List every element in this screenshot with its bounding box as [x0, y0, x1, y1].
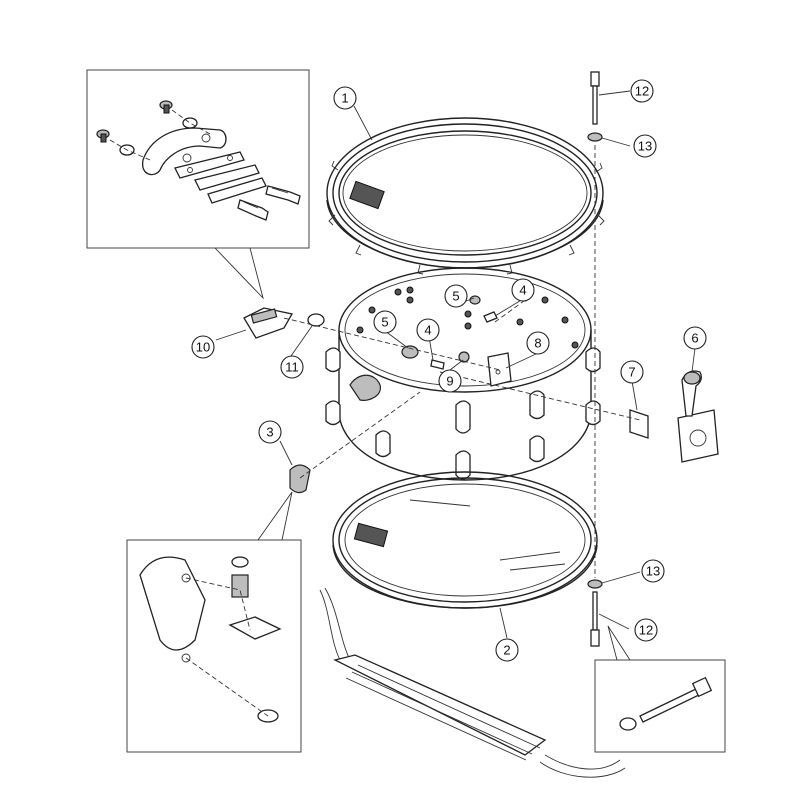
callout-circle	[258, 420, 282, 444]
callout-circle	[641, 559, 665, 583]
callout-11: 11	[280, 355, 304, 379]
callout-13: 13	[641, 559, 665, 583]
callout-circle	[416, 318, 440, 342]
callout-6: 6	[683, 326, 707, 350]
callout-5: 5	[373, 310, 397, 334]
callout-5: 5	[444, 284, 468, 308]
callout-label: 8	[534, 336, 541, 351]
callout-label: 13	[638, 139, 652, 154]
callout-leaders	[215, 90, 696, 639]
shell-hardware-parts	[401, 295, 512, 387]
callout-label: 5	[381, 315, 388, 330]
callout-12: 12	[634, 618, 658, 642]
inset-tension-rod	[619, 676, 713, 731]
callout-7: 7	[620, 360, 644, 384]
callout-4: 4	[416, 318, 440, 342]
callout-9: 9	[438, 369, 462, 393]
inset-lug-detail	[86, 69, 310, 249]
callout-circle	[511, 278, 535, 302]
inset-snare-butt-detail	[126, 539, 302, 753]
callout-2: 2	[495, 638, 519, 662]
callout-circle	[633, 134, 657, 158]
inset-leaders	[214, 247, 631, 661]
callout-label: 12	[639, 623, 653, 638]
part-10-lug	[243, 307, 325, 339]
callout-13: 13	[633, 134, 657, 158]
inset-tension-rod-detail	[594, 659, 726, 753]
callout-circle	[495, 638, 519, 662]
callout-label: 4	[519, 283, 526, 298]
callout-circle	[634, 618, 658, 642]
callout-label: 13	[646, 564, 660, 579]
top-hoop-and-head	[326, 117, 605, 275]
bottom-hoop-and-head	[332, 471, 598, 609]
callout-circle	[438, 369, 462, 393]
callout-label: 12	[635, 84, 649, 99]
callout-circle	[620, 360, 644, 384]
callout-label: 10	[196, 340, 210, 355]
callout-label: 3	[266, 425, 273, 440]
callout-circle	[373, 310, 397, 334]
callout-circle	[444, 284, 468, 308]
callout-circle	[526, 331, 550, 355]
drum-shell	[325, 267, 601, 481]
assembly-lines	[283, 297, 641, 479]
callout-label: 9	[446, 374, 453, 389]
callout-3: 3	[258, 420, 282, 444]
callout-4: 4	[511, 278, 535, 302]
callout-label: 4	[424, 323, 431, 338]
callout-circle	[630, 79, 654, 103]
inset-snare-butt-parts	[139, 556, 282, 723]
callout-label: 6	[691, 331, 698, 346]
snare-wires	[319, 587, 626, 778]
callout-8: 8	[526, 331, 550, 355]
callout-10: 10	[191, 335, 215, 359]
callout-circle	[683, 326, 707, 350]
callout-12: 12	[630, 79, 654, 103]
callout-circle	[333, 86, 357, 110]
callout-label: 11	[285, 360, 299, 375]
parts-6-7-strainer	[629, 370, 719, 463]
tension-rods	[587, 71, 603, 647]
callout-label: 1	[341, 91, 348, 106]
callout-label: 5	[452, 289, 459, 304]
callout-circle	[191, 335, 215, 359]
inset-lug-parts	[96, 100, 301, 221]
part-3-butt-end	[289, 464, 311, 494]
callout-1: 1	[333, 86, 357, 110]
callout-label: 2	[503, 643, 510, 658]
callout-circle	[280, 355, 304, 379]
callout-label: 7	[628, 365, 635, 380]
